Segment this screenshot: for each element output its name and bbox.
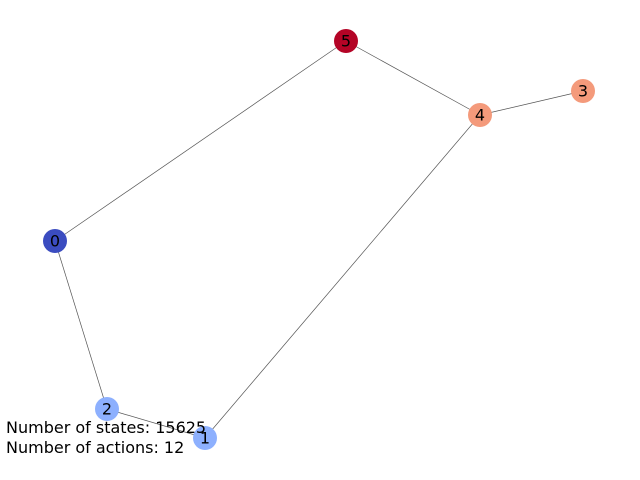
node-4: 4 bbox=[468, 103, 492, 127]
node-2: 2 bbox=[95, 397, 119, 421]
edge-4-5 bbox=[345, 40, 481, 116]
node-circle-4 bbox=[468, 103, 492, 127]
node-5: 5 bbox=[334, 29, 358, 53]
node-label-1: 1 bbox=[200, 429, 210, 448]
caption: Number of states: 15625 Number of action… bbox=[6, 418, 206, 458]
node-circle-0 bbox=[43, 229, 67, 253]
edge-0-5 bbox=[54, 40, 347, 242]
node-circle-3 bbox=[571, 79, 595, 103]
node-label-2: 2 bbox=[102, 400, 112, 419]
actions-count-text: Number of actions: 12 bbox=[6, 438, 185, 457]
edge-2-1 bbox=[106, 408, 206, 439]
node-label-4: 4 bbox=[475, 106, 485, 125]
node-0: 0 bbox=[43, 229, 67, 253]
edge-1-4 bbox=[204, 114, 481, 439]
node-label-0: 0 bbox=[50, 232, 60, 251]
node-3: 3 bbox=[571, 79, 595, 103]
node-1: 1 bbox=[193, 426, 217, 450]
edge-4-3 bbox=[479, 90, 584, 116]
edge-0-2 bbox=[54, 240, 108, 410]
node-layer: 0 1 2 3 4 5 bbox=[43, 29, 595, 450]
states-count-text: Number of states: 15625 bbox=[6, 418, 207, 437]
edge-layer bbox=[54, 40, 584, 439]
node-label-5: 5 bbox=[341, 32, 351, 51]
node-circle-5 bbox=[334, 29, 358, 53]
node-label-3: 3 bbox=[578, 82, 588, 101]
node-circle-2 bbox=[95, 397, 119, 421]
node-circle-1 bbox=[193, 426, 217, 450]
